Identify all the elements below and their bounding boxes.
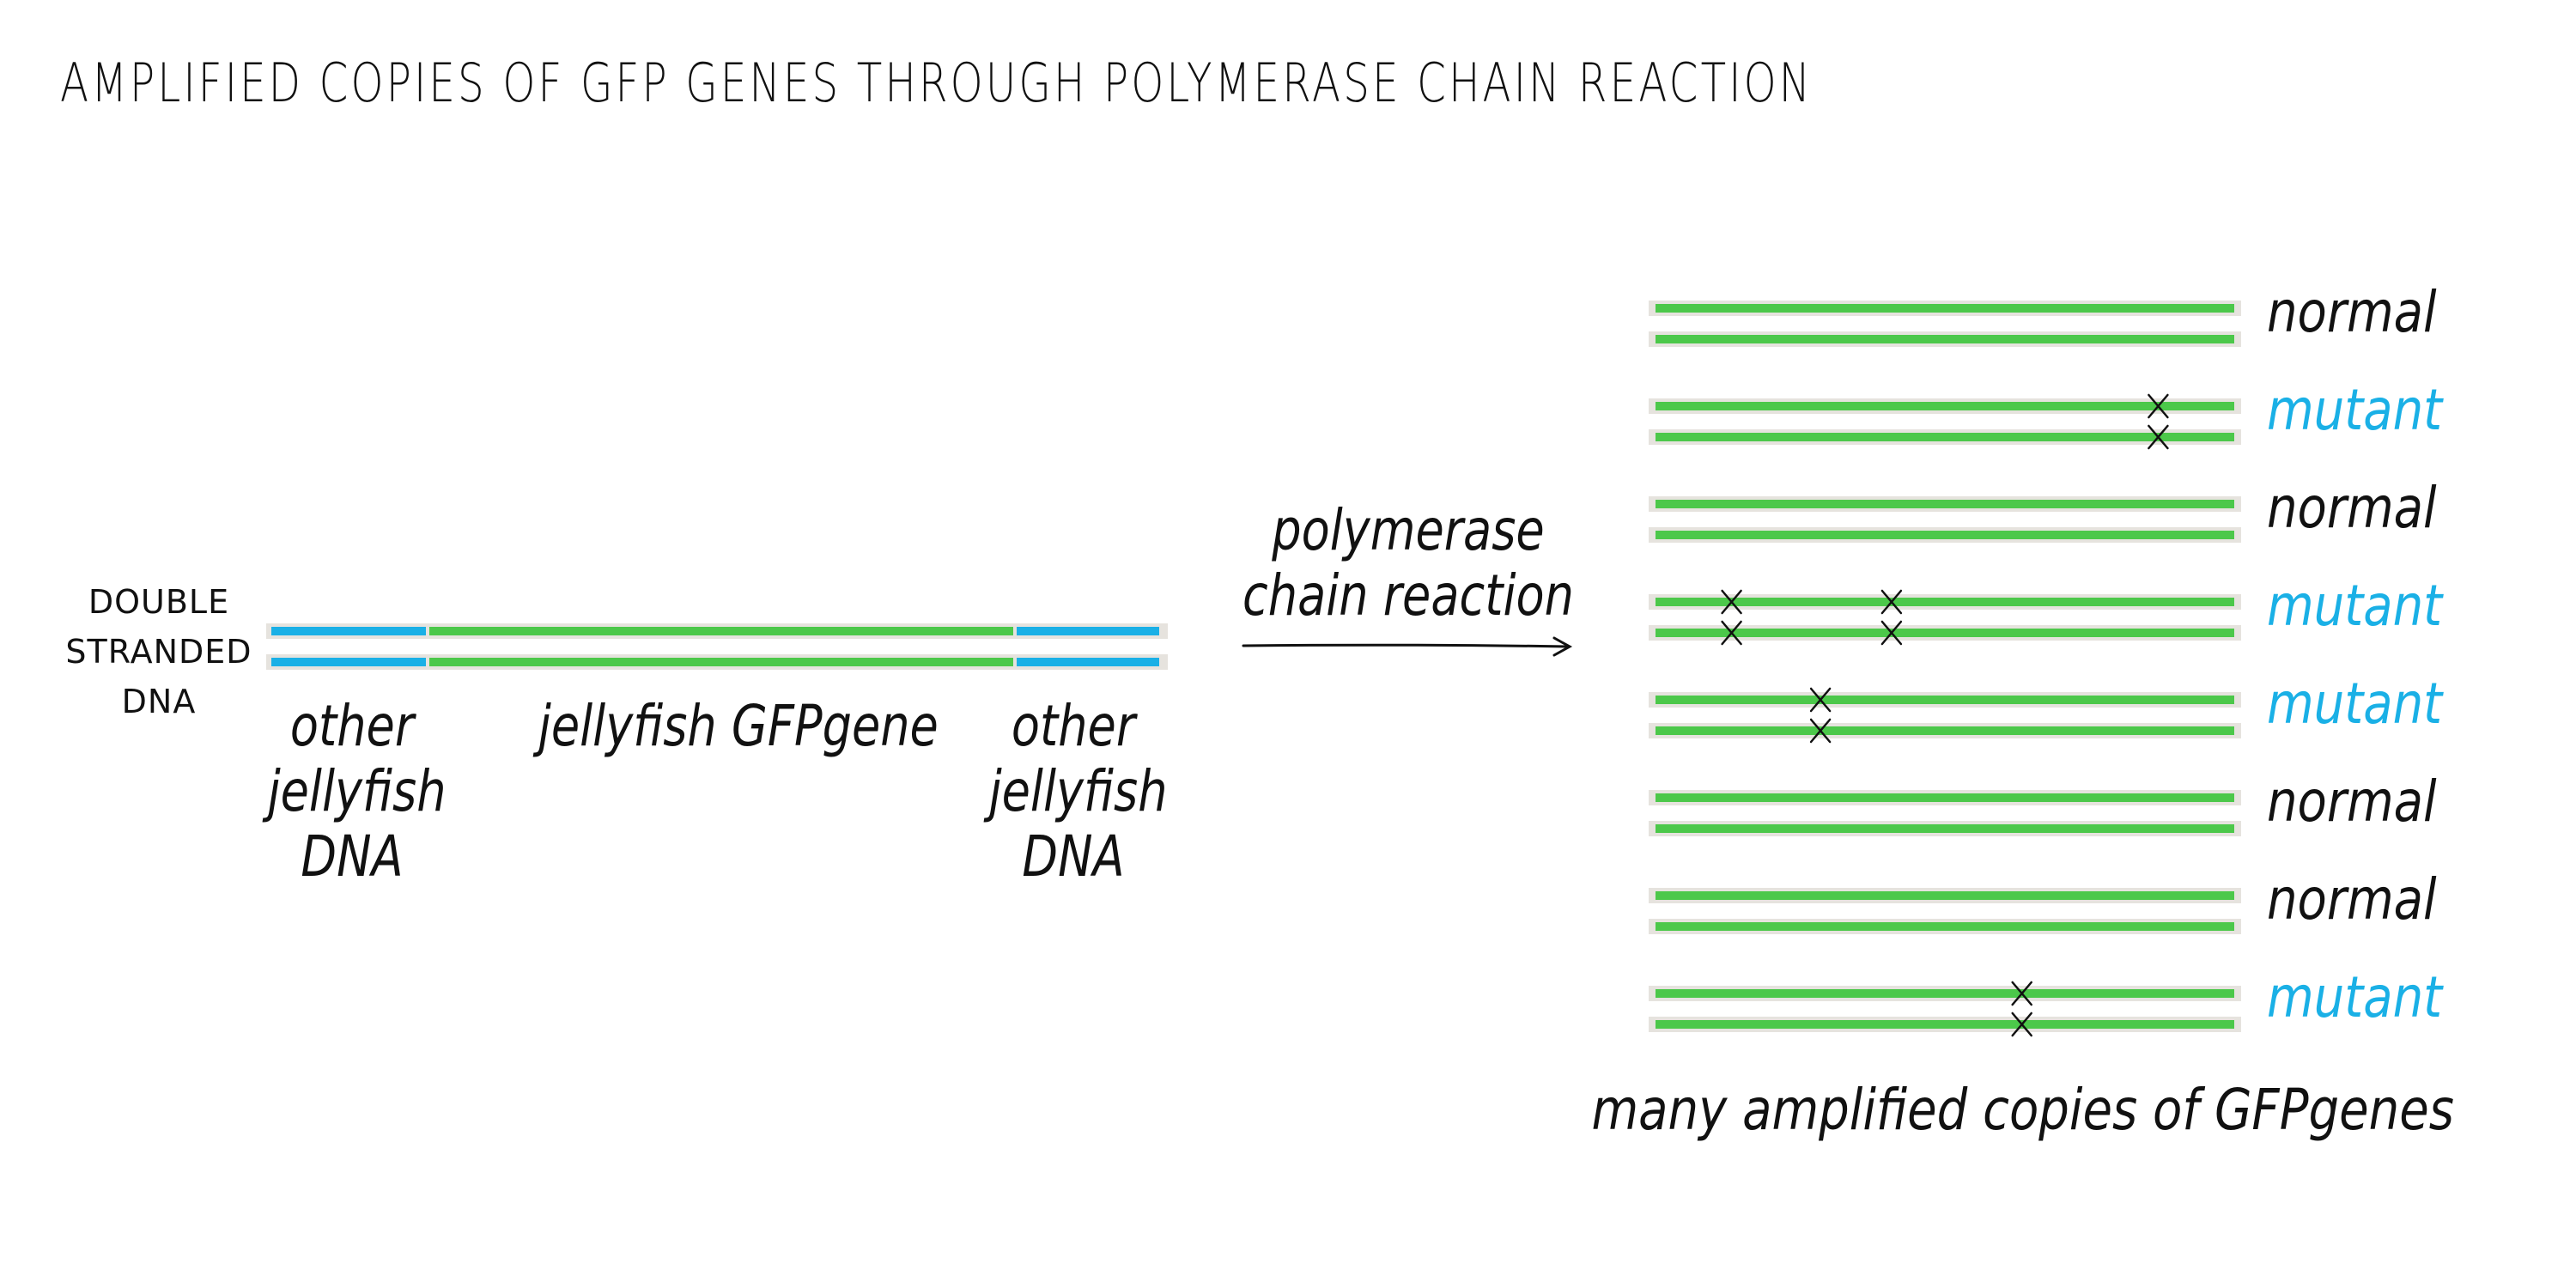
pcr-label: polymerase chain reaction [1242,497,1574,629]
mutation-marker [1809,687,1832,744]
left-flank-label: other jellyfish DNA [267,693,447,890]
left-flank-top [271,627,426,635]
copy-strand [1656,922,2234,931]
copy-status-normal: normal [2267,279,2437,345]
copy-status-mutant: mutant [2267,573,2443,639]
diagram-title: AMPLIFIED COPIES OF GFP GENES THROUGH PO… [60,52,1814,114]
copy-4 [1649,589,2241,646]
copy-6 [1649,790,2241,836]
right-flank-bottom [1017,658,1159,666]
copy-strand [1656,304,2234,313]
copy-strand [1656,989,2234,998]
mutation-marker [2148,393,2169,450]
copy-strand [1656,402,2234,410]
copy-strand [1656,598,2234,606]
amplified-copies [1649,301,2241,1037]
copy-strand [1656,824,2234,833]
pcr-arrow-shaft [1242,643,1570,648]
copy-8 [1649,981,2241,1037]
side-label-line-3: DNA [121,683,197,720]
copy-3 [1649,496,2241,543]
copy-status-normal: normal [2267,866,2437,933]
copy-strand [1656,696,2234,704]
right-flank-top [1017,627,1159,635]
copy-strand [1656,500,2234,508]
copy-strand [1656,629,2234,637]
right-flank-label: other jellyfish DNA [988,693,1168,890]
copy-2 [1649,393,2241,450]
copy-strand [1656,531,2234,539]
copy-strand [1656,433,2234,441]
copy-status-mutant: mutant [2267,377,2443,443]
mutation-marker [1880,589,1903,646]
double-stranded-dna-label: DOUBLE STRANDED DNA [60,577,258,726]
copy-status-mutant: mutant [2267,964,2443,1030]
copy-status-mutant: mutant [2267,671,2443,737]
pcr-arrow-head [1552,636,1573,657]
amplified-copies-caption: many amplified copies of GFPgenes [1591,1077,2454,1143]
mutation-marker [1721,589,1742,646]
gene-strand-top [429,627,1013,635]
copy-7 [1649,888,2241,934]
copy-status-normal: normal [2267,475,2437,541]
copy-strand [1656,726,2234,735]
copy-status-normal: normal [2267,769,2437,835]
side-label-line-2: STRANDED [65,633,252,671]
side-label-line-1: DOUBLE [88,583,230,621]
copy-strand [1656,793,2234,802]
gfp-gene-label: jellyfish GFPgene [538,693,939,759]
copy-strand [1656,891,2234,900]
source-dna [266,623,1168,670]
copy-5 [1649,687,2241,744]
copy-strand [1656,1020,2234,1029]
mutation-marker [2011,981,2032,1037]
copy-strand [1656,335,2234,343]
copy-1 [1649,301,2241,347]
left-flank-bottom [271,658,426,666]
pcr-arrow [1242,636,1573,657]
gene-strand-bottom [429,658,1013,666]
